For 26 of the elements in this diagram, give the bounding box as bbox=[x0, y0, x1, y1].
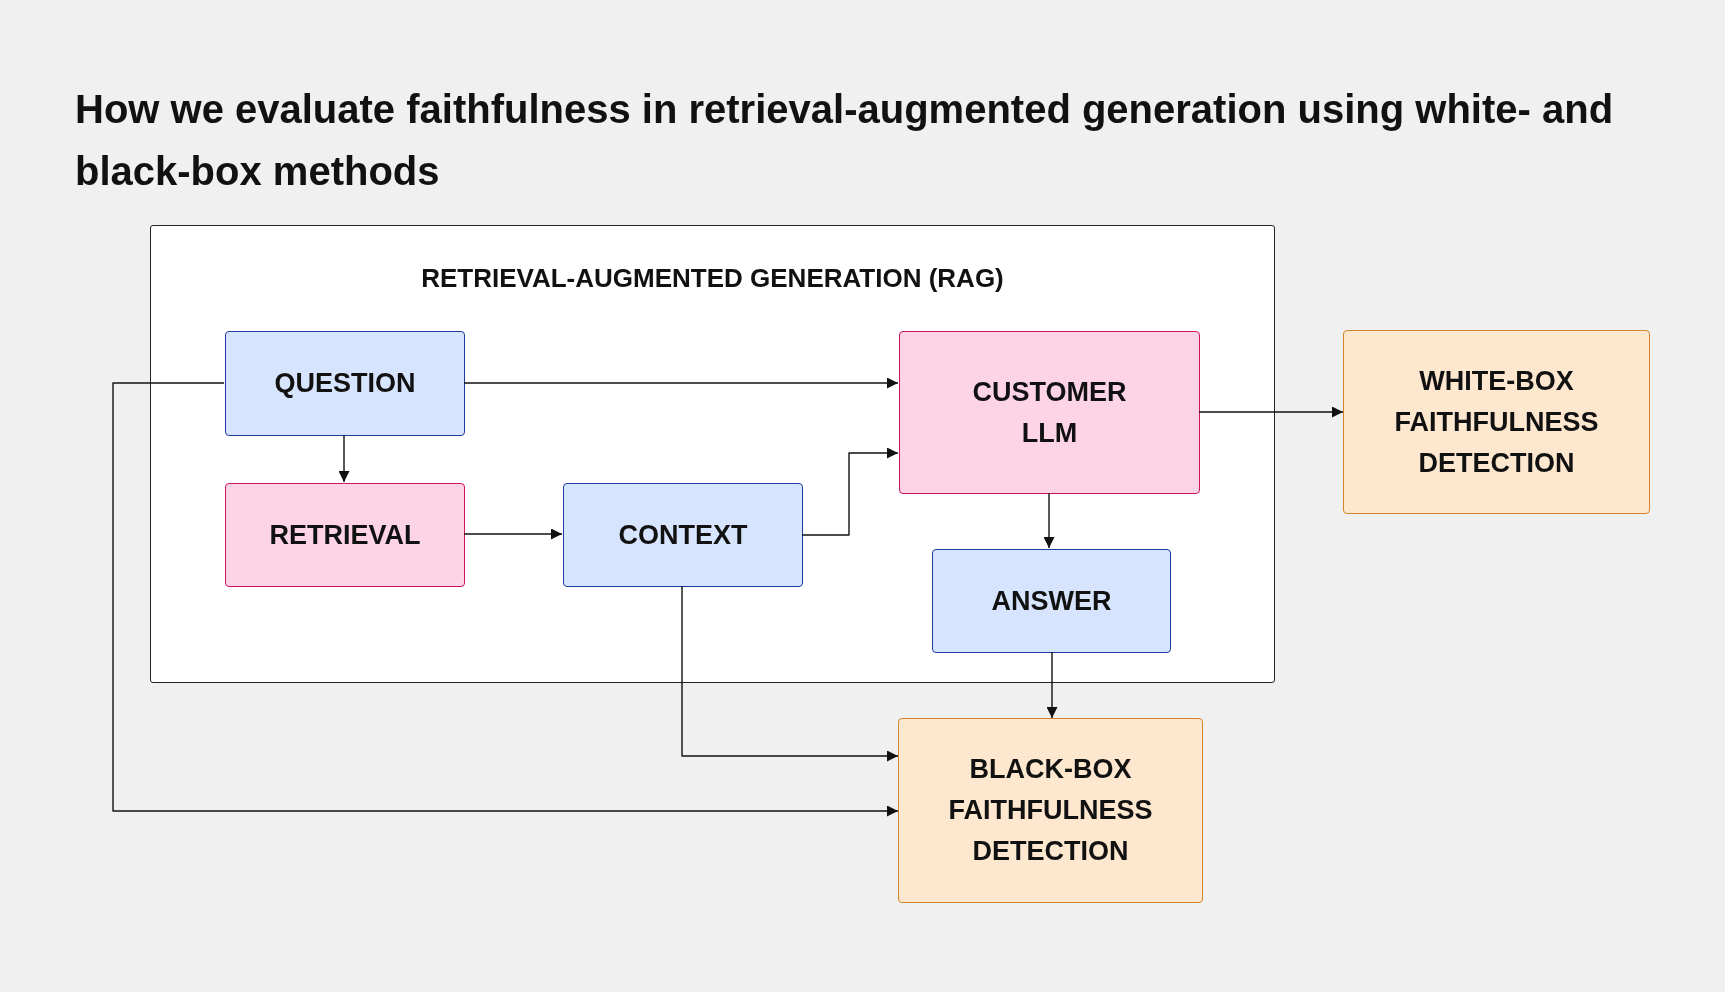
process-box bbox=[225, 331, 465, 436]
container-title: RETRIEVAL-AUGMENTED GENERATION (RAG) bbox=[421, 262, 1004, 295]
process-box bbox=[899, 331, 1200, 494]
process-box bbox=[225, 483, 465, 587]
process-box bbox=[898, 718, 1203, 903]
box-label: BLACK-BOX FAITHFULNESS DETECTION bbox=[947, 753, 1154, 868]
box-label: QUESTION bbox=[274, 367, 416, 400]
arrow bbox=[463, 528, 563, 540]
arrow bbox=[801, 447, 899, 536]
box-label: ANSWER bbox=[991, 584, 1112, 618]
box-label: CUSTOMER LLM bbox=[971, 375, 1128, 450]
box-label: RETRIEVAL bbox=[269, 518, 421, 552]
arrow bbox=[338, 434, 350, 483]
diagram-title: How we evaluate faithfulness in retrieval-augmented generation using white- and black-box methods bbox=[75, 86, 1615, 195]
box-label: CONTEXT bbox=[618, 518, 748, 552]
arrow bbox=[112, 382, 899, 817]
process-box bbox=[563, 483, 803, 587]
arrow bbox=[1043, 492, 1055, 549]
process-box bbox=[1343, 330, 1650, 514]
arrow bbox=[1198, 406, 1344, 418]
process-box bbox=[932, 549, 1171, 653]
arrow bbox=[681, 585, 899, 762]
arrow bbox=[1046, 651, 1058, 719]
arrow bbox=[463, 377, 899, 389]
container-box bbox=[150, 225, 1275, 683]
box-label: WHITE-BOX FAITHFULNESS DETECTION bbox=[1393, 364, 1600, 480]
